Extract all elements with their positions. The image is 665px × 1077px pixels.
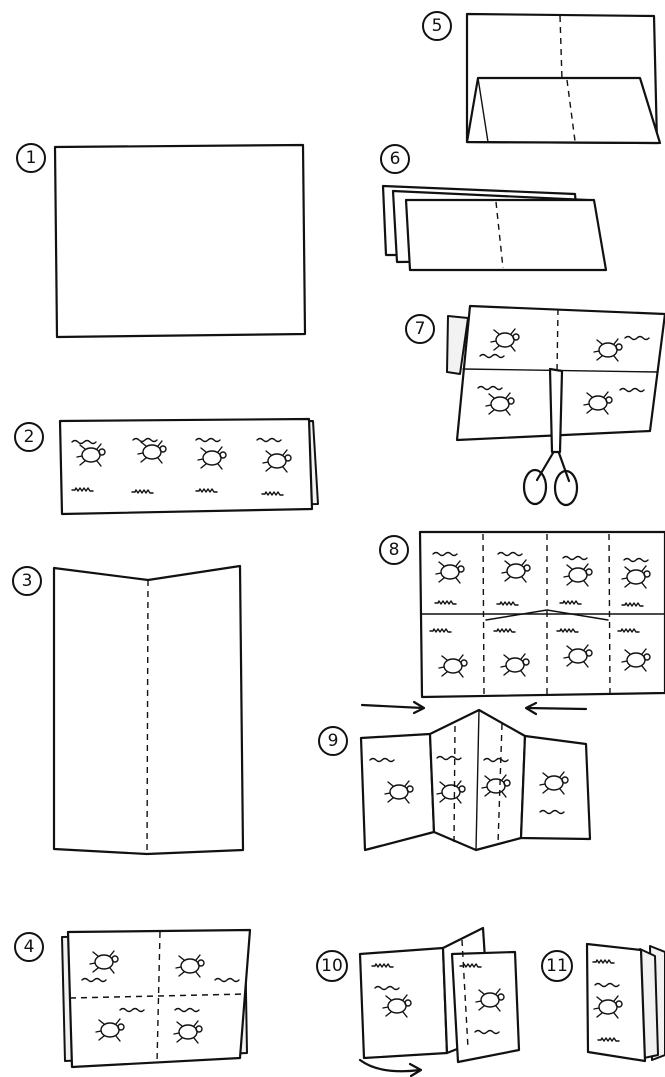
step-number-badge: 5 [423,12,451,40]
step-number: 5 [432,16,443,36]
step-5: 5 [423,12,660,143]
step-number: 3 [22,571,33,591]
blank-paper-sheet [55,145,305,337]
folded-paper [54,566,243,854]
printed-paper-sheet [60,419,312,514]
step-11: 11 [542,944,665,1061]
step-number-badge: 4 [15,933,43,961]
folded-paper-tent [467,78,660,143]
step-number-badge: 10 [317,951,347,981]
arrow-icon [526,703,586,714]
standing-booklet [452,952,519,1062]
step-number-badge: 9 [319,727,347,755]
step-4: 4 [15,930,250,1067]
step-number: 8 [389,540,400,560]
step-number-badge: 3 [13,567,41,595]
step-3: 3 [13,566,243,854]
step-8: 8 [380,532,665,697]
accordion-book [521,736,590,839]
arrow-icon [360,1060,421,1076]
step-number: 10 [321,956,343,976]
step-number: 1 [26,148,37,168]
step-number: 4 [24,937,35,957]
accordion-folded-paper [406,200,606,270]
step-number: 6 [390,149,401,169]
step-6: 6 [381,145,606,270]
step-number-badge: 11 [542,951,572,981]
step-number: 11 [546,956,568,976]
step-number-badge: 8 [380,536,408,564]
step-number: 2 [24,427,35,447]
step-10: 10 [317,928,519,1076]
step-number-badge: 6 [381,145,409,173]
step-number: 9 [328,731,339,751]
step-number-badge: 7 [406,315,434,343]
step-number: 7 [415,319,426,339]
step-7: 7 [406,306,665,505]
step-number-badge: 1 [17,144,45,172]
step-9: 9 [319,702,590,850]
step-1: 1 [17,144,305,337]
arrow-icon [362,702,424,713]
step-2: 2 [15,419,318,514]
step-number-badge: 2 [15,423,43,451]
